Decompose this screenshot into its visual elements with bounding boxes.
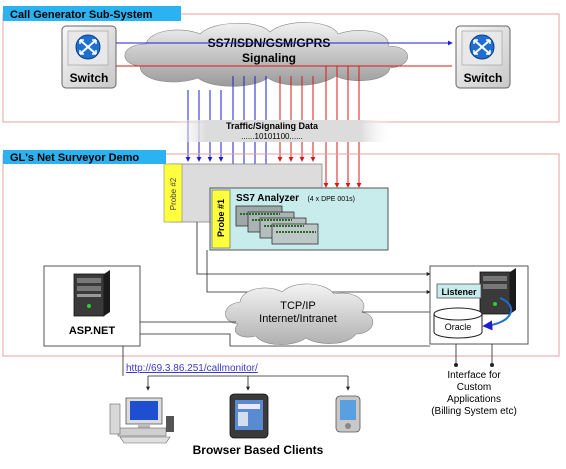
callmonitor-link[interactable]: http://69.3.86.251/callmonitor/	[126, 363, 258, 374]
analyzer-title: SS7 Analyzer (4 x DPE 001s)	[236, 188, 355, 205]
server-tower-icon	[73, 270, 110, 317]
switch-right-label: Switch	[464, 71, 503, 85]
traffic-bits: ......10101100......	[241, 132, 303, 141]
clients-label: Browser Based Clients	[193, 443, 324, 457]
probe1-label: Probe #1	[216, 199, 226, 237]
tcp-line2: Internet/Intranet	[259, 313, 337, 325]
interface-line-4: (Billing System etc)	[431, 406, 517, 417]
net-surveyor-title: GL's Net Surveyor Demo	[10, 152, 139, 164]
dpe-cards	[235, 205, 319, 245]
listener-down-dot-1	[454, 363, 458, 367]
traffic-title: Traffic/Signaling Data	[226, 121, 319, 131]
database-icon	[433, 307, 483, 339]
probe2-label: Probe #2	[169, 177, 178, 210]
interface-line-1: Interface for	[447, 370, 501, 381]
analyzer-to-listener-2	[206, 250, 431, 294]
net-surveyor-title-bg	[3, 150, 166, 164]
switch-right	[455, 25, 511, 89]
tablet-icon	[229, 393, 269, 439]
svg-text:http://69.3.86.251/callmonitor: http://69.3.86.251/callmonitor/	[126, 363, 258, 374]
call-generator-title-bg	[3, 6, 181, 21]
switch-left	[61, 25, 117, 89]
analyzer-to-listener	[196, 222, 431, 276]
listener-badge	[436, 283, 482, 299]
router-icon	[75, 34, 101, 60]
net-surveyor-frame	[2, 153, 560, 357]
aspnet-label: ASP.NET	[69, 325, 116, 337]
probe1-label-bg	[211, 189, 231, 249]
switch-left-label: Switch	[70, 71, 109, 85]
traffic-band	[172, 120, 394, 142]
pda-icon	[335, 395, 361, 433]
probe2-label-bg	[163, 163, 183, 223]
oracle-label: Oracle	[445, 322, 472, 332]
interface-text: Interface for Custom Applications (Billi…	[431, 370, 517, 417]
desktop-computer-icon	[109, 397, 174, 444]
listener-label: Listener	[441, 287, 477, 297]
listener-down-dot-2	[490, 363, 494, 367]
aspnet-to-listener	[140, 333, 430, 347]
interface-line-3: Applications	[447, 394, 501, 405]
router-icon	[469, 34, 495, 60]
listener-to-oracle-arrow	[482, 297, 512, 331]
call-generator-title: Call Generator Sub-System	[10, 9, 153, 21]
cloud-line2: Signaling	[242, 51, 296, 65]
server-tower-icon	[479, 268, 516, 315]
interface-line-2: Custom	[457, 382, 491, 393]
tcp-line1: TCP/IP	[280, 300, 315, 312]
